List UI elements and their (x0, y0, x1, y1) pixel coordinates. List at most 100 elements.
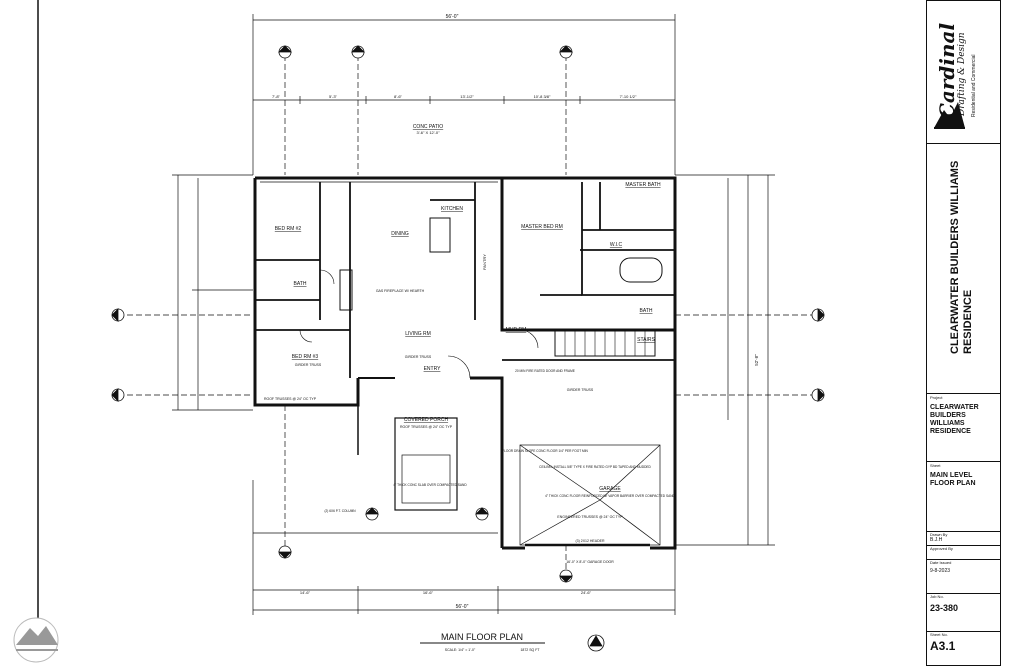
date-label: Date Issued (930, 560, 952, 565)
company-mountain-icon (934, 102, 965, 129)
client-line-1: CLEARWATER BUILDERS (930, 404, 979, 419)
company-logo: Cardinal Drafting & Design Residential a… (927, 1, 1000, 143)
overall-dim-bottom: 56'-0" (456, 604, 469, 610)
section-markers (111, 45, 825, 652)
room-entry: ENTRY (424, 366, 442, 372)
job-number: 23-380 (930, 603, 959, 613)
door-swings (299, 269, 539, 379)
porch-slab (401, 454, 451, 504)
room-master-bed: MASTER BED RM (521, 224, 563, 230)
note-floor-drain: FLOOR DRAIN SLOPE CONC FLOOR 1/4" PER FO… (502, 449, 588, 453)
title-block: Cardinal Drafting & Design Residential a… (926, 0, 1001, 666)
note-fireplace: GAS FIREPLACE W/ HEARTH (376, 289, 425, 293)
note-roof-trusses-2: ROOF TRUSSES @ 24" OC TYP (264, 397, 317, 401)
exterior-walls (253, 176, 677, 550)
drawn-by: B.J.H (930, 537, 943, 543)
client-big: CLEARWATER BUILDERS WILLIAMS RESIDENCE (949, 160, 974, 354)
overall-dim-top: 56'-0" (446, 14, 459, 20)
corner-logo (13, 617, 59, 663)
overall-dim-right: 52'-8" (754, 354, 759, 366)
project-name-vertical: CLEARWATER BUILDERS WILLIAMS RESIDENCE (927, 144, 1000, 392)
section-marker (111, 308, 125, 322)
note-roof-trusses: ROOF TRUSSES @ 24" OC TYP (400, 425, 453, 429)
room-wic: W.I.C (610, 242, 623, 248)
stairs (554, 329, 656, 357)
dim-top-2: 5'-3" (329, 94, 338, 99)
covered-porch-outline (394, 417, 458, 511)
interior-walls (255, 182, 675, 378)
room-stairs: STAIRS (637, 337, 655, 343)
sheet-no-label: Sheet No. (930, 632, 948, 637)
note-ceiling: CEILING: INSTALL 5/8" TYPE X FIRE RATED … (539, 465, 651, 469)
job-section: Job No. 23-380 (930, 594, 998, 613)
room-garage: GARAGE (599, 486, 621, 492)
dimension-lines (118, 14, 818, 615)
plan-area: 1872 SQ FT (520, 648, 540, 652)
client-line-2: WILLIAMS RESIDENCE (930, 420, 971, 435)
sheet-number: A3.1 (930, 639, 956, 653)
job-label: Job No. (930, 594, 944, 599)
section-marker (111, 388, 125, 402)
section-marker (351, 45, 365, 59)
north-arrow (587, 634, 605, 652)
note-porch-slab: 4" THICK CONC SLAB OVER COMPACTED SAND (393, 483, 467, 487)
sheet-title: MAIN LEVEL FLOOR PLAN (930, 472, 976, 487)
room-mud: MUD RM (506, 327, 527, 333)
plan-scale: SCALE: 1/4" = 1'-0" (445, 648, 476, 652)
note-eng-trusses: ENGINEERED TRUSSES @ 24" OC TYP (557, 515, 623, 519)
section-marker (278, 45, 292, 59)
section-marker (278, 545, 292, 559)
room-master-bath: MASTER BATH (625, 182, 661, 188)
room-bed3: BED RM #3 (292, 354, 319, 360)
room-living: LIVING RM (405, 331, 431, 337)
plan-title: MAIN FLOOR PLAN (441, 632, 523, 642)
date-section: Date Issued 9-8-2023 (930, 560, 998, 574)
note-column: (2) 6X6 P.T. COLUMN (324, 509, 356, 513)
patio-size: 3'-6" X 12'-0" (416, 130, 440, 135)
note-garage-door: 16'-0" X 8'-0" GARAGE DOOR (566, 560, 614, 564)
note-fire-door: 20 MIN FIRE RATED DOOR AND FRAME (515, 369, 575, 373)
sheet-no-section: Sheet No. A3.1 (930, 632, 998, 653)
dim-top-5: 10'-8 3/8" (534, 94, 551, 99)
approved-section: Approved By (930, 546, 998, 551)
dim-top-1: 7'-8" (272, 94, 281, 99)
section-marker (559, 569, 573, 583)
note-girder-3: GIRDER TRUSS (567, 388, 594, 392)
note-girder-2: GIRDER TRUSS (295, 363, 322, 367)
note-garage-floor: 4" THICK CONC FLOOR REINFORCED W/ VAPOR … (545, 494, 675, 498)
approved-label: Approved By (930, 546, 953, 551)
room-kitchen: KITCHEN (441, 206, 463, 212)
section-marker (365, 507, 379, 521)
section-marker (811, 388, 825, 402)
dim-bottom-3: 24'-6" (581, 590, 592, 595)
date-issued: 9-8-2023 (930, 568, 951, 574)
room-covered-porch: COVERED PORCH (404, 417, 449, 423)
room-dining: DINING (391, 231, 409, 237)
drawn-by-section: Drawn By B.J.H (930, 532, 998, 543)
section-marker (475, 507, 489, 521)
drawn-by-label: Drawn By (930, 532, 948, 537)
sheet-title-section: Sheet MAIN LEVEL FLOOR PLAN (930, 463, 998, 488)
room-bath-2: BATH (640, 308, 653, 314)
bathtub (619, 257, 663, 283)
garage-slope-lines (519, 444, 661, 547)
room-bath: BATH (294, 281, 307, 287)
dim-top-6: 7'-10 1/2" (620, 94, 637, 99)
project-label: Project (930, 395, 943, 400)
section-marker (559, 45, 573, 59)
kitchen-island (429, 217, 451, 253)
dim-top-3: 8'-6" (394, 94, 403, 99)
project-section: Project CLEARWATER BUILDERS WILLIAMS RES… (930, 395, 998, 436)
fireplace (339, 269, 353, 311)
dim-top-4: 13'-1/2" (460, 94, 474, 99)
room-bed2: BED RM #2 (275, 226, 302, 232)
dim-bottom-2: 16'-6" (423, 590, 434, 595)
room-conc-patio: CONC PATIO (413, 124, 443, 130)
sheet-title-label: Sheet (930, 463, 941, 468)
room-pantry: PANTRY (482, 254, 487, 270)
dim-bottom-1: 14'-6" (300, 590, 311, 595)
section-marker (811, 308, 825, 322)
note-header: (3) 2X12 HEADER (576, 539, 605, 543)
company-line: Residential and Commercial (971, 54, 977, 117)
